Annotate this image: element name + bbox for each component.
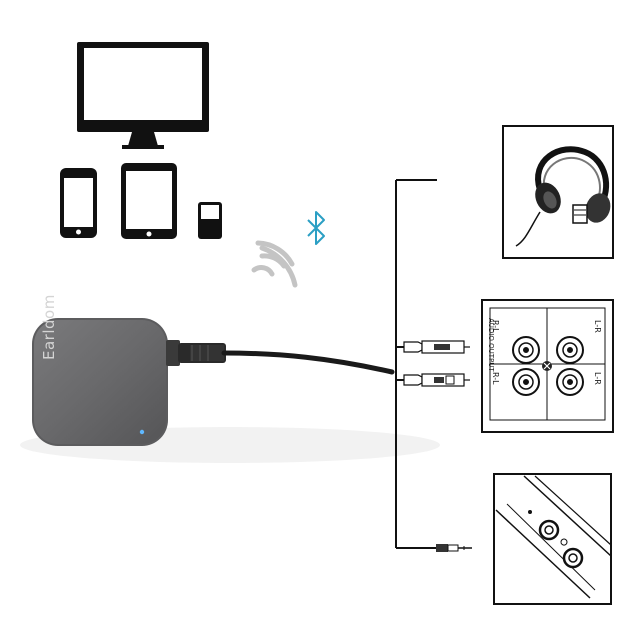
rca-plug-icon	[396, 340, 470, 387]
jack-label: L-R	[593, 320, 602, 333]
bluetooth-icon	[307, 211, 325, 245]
smartphone-icon	[60, 168, 97, 238]
status-led	[139, 429, 145, 435]
aux-port-panel	[493, 473, 612, 605]
tablet-icon	[121, 163, 177, 239]
headphones-icon	[515, 146, 611, 247]
jack-label: R-L	[491, 372, 500, 385]
bluetooth-receiver	[32, 318, 226, 446]
device-brand-label: Earldom	[40, 294, 58, 360]
headphones-panel	[502, 125, 614, 259]
jack-label: L-R	[593, 372, 602, 385]
aux-plug-icon	[436, 544, 472, 552]
rca-panel	[481, 299, 614, 433]
wireless-signal-icon	[251, 240, 298, 288]
audio-cable	[221, 350, 395, 375]
mp3-player-icon	[198, 202, 222, 239]
rca-jack	[512, 336, 584, 396]
panel-output-label: AUDIO OUTPUT	[487, 318, 495, 372]
monitor-icon	[77, 42, 209, 149]
connector-lines	[395, 179, 437, 549]
